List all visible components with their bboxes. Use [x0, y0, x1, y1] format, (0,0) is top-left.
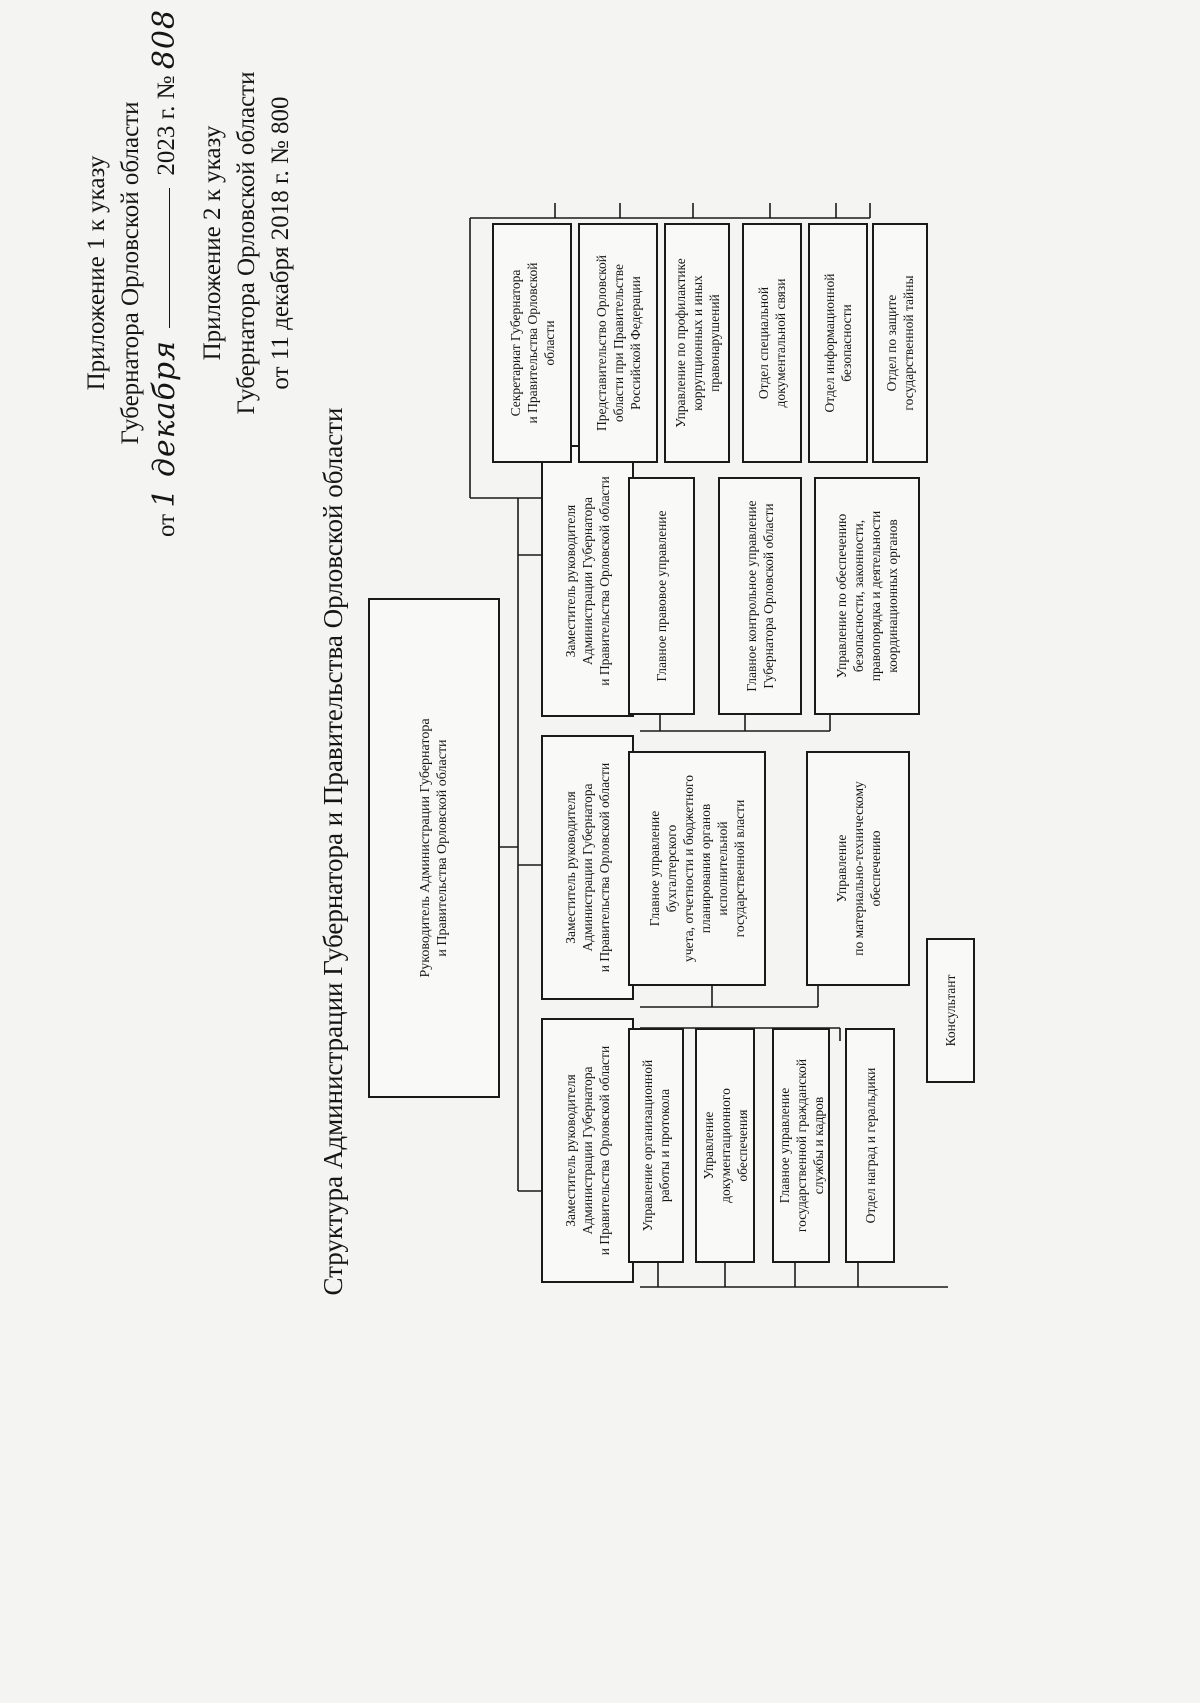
deputy3-unit-1: Главное правовое управление	[628, 477, 695, 715]
appendix-2-line1: Приложение 2 к указу	[199, 125, 226, 361]
deputy2-unit-2: Управление по материально-техническому о…	[806, 751, 910, 986]
deputy3-unit-3: Управление по обеспечению безопасности, …	[814, 477, 920, 715]
deputy2-unit-1: Главное управление бухгалтерского учета,…	[628, 751, 766, 986]
deputy1-unit-3: Главное управление государственной гражд…	[772, 1028, 830, 1263]
appendix-1-line2: Губернатора Орловской области	[117, 101, 144, 445]
root-box: Руководитель Администрации Губернатора и…	[368, 598, 500, 1098]
direct-unit-3: Управление по профилактике коррупционных…	[664, 223, 730, 463]
handwritten-number: 808	[147, 9, 182, 70]
direct-unit-1: Секретариат Губернатора и Правительства …	[492, 223, 572, 463]
direct-unit-5: Отдел информационной безопасности	[808, 223, 868, 463]
deputy1-unit-1: Управление организационной работы и прот…	[628, 1028, 684, 1263]
deputy-box-1: Заместитель руководителя Администрации Г…	[541, 1018, 634, 1283]
deputy-box-3: Заместитель руководителя Администрации Г…	[541, 445, 634, 717]
date-blank-line	[168, 187, 170, 328]
deputy3-unit-2: Главное контрольное управление Губернато…	[718, 477, 802, 715]
deputy1-unit-4: Отдел наград и геральдики	[845, 1028, 895, 1263]
consultant-box: Консультант	[926, 938, 975, 1083]
deputy1-unit-2: Управление документационного обеспечения	[695, 1028, 755, 1263]
appendix-1-header: Приложение 1 к указу Губернатора Орловск…	[80, 3, 184, 543]
appendix-1-ot: от	[153, 513, 180, 537]
direct-unit-4: Отдел специальной документальной связи	[742, 223, 802, 463]
direct-unit-2: Представительство Орловской области при …	[578, 223, 658, 463]
appendix-2-line3: от 11 декабря 2018 г. № 800	[267, 96, 294, 390]
appendix-1-date-line: от 1 декабря 2023 г. № 808	[147, 3, 184, 543]
appendix-1-year: 2023 г. №	[153, 75, 180, 176]
document-title: Структура Администрации Губернатора и Пр…	[318, 407, 348, 1296]
appendix-1-line1: Приложение 1 к указу	[83, 155, 110, 391]
appendix-2-header: Приложение 2 к указу Губернатора Орловск…	[196, 3, 298, 483]
direct-unit-6: Отдел по защите государственной тайны	[872, 223, 928, 463]
deputy-box-2: Заместитель руководителя Администрации Г…	[541, 735, 634, 1000]
handwritten-date: 1 декабря	[147, 340, 182, 508]
appendix-2-line2: Губернатора Орловской области	[233, 71, 260, 415]
